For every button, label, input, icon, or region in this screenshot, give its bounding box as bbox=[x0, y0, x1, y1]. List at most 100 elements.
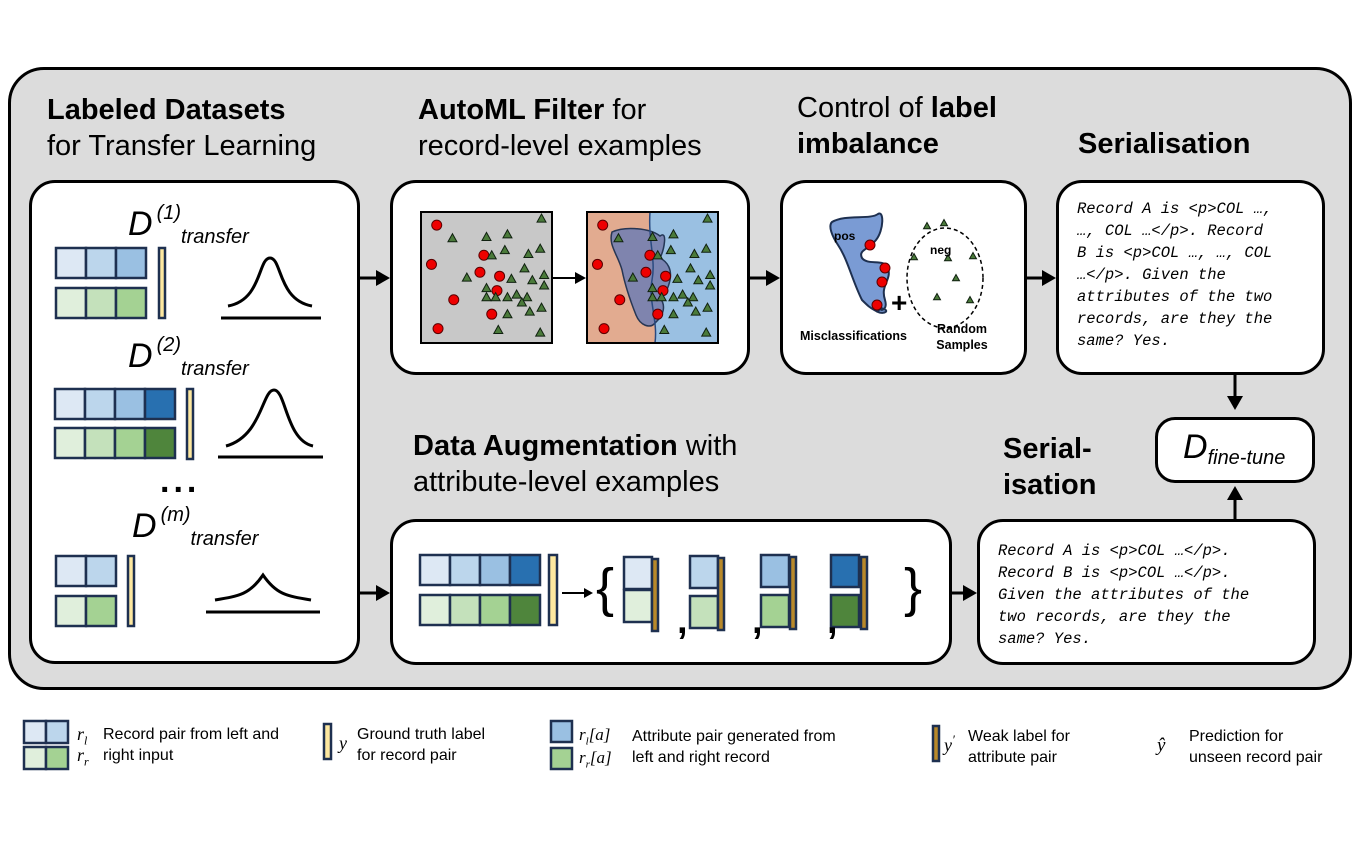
random-sample-8 bbox=[965, 295, 975, 304]
attribute-pair-1-right bbox=[622, 588, 654, 624]
legend-weak-label-bar bbox=[931, 724, 941, 763]
scatter-after-negative-5 bbox=[652, 249, 664, 260]
scatter-before-negative-15 bbox=[481, 282, 492, 293]
dataset-1-left-record-cell-2 bbox=[84, 246, 118, 280]
scatter-before-negative-20 bbox=[521, 291, 533, 302]
augmentation-right-record-cell-4 bbox=[508, 593, 542, 627]
legend-attribute-left bbox=[549, 719, 574, 744]
legend-right-record-cell-1 bbox=[22, 745, 48, 771]
heading-serialisation-bottom: Serial-isation bbox=[1003, 433, 1097, 501]
scatter-before-positive-5 bbox=[494, 270, 506, 282]
pos-region bbox=[829, 212, 890, 314]
augmentation-right-record-cell-2 bbox=[448, 593, 482, 627]
random-sample-2 bbox=[939, 218, 949, 227]
dataset-3-label-bar bbox=[126, 554, 136, 628]
dataset-2-right-record-cell-1 bbox=[53, 426, 87, 460]
scatter-before-negative-12 bbox=[527, 274, 538, 285]
scatter-after-negative-6 bbox=[665, 244, 677, 255]
scatter-before-negative-18 bbox=[502, 291, 513, 302]
scatter-after-negative-23 bbox=[702, 302, 713, 312]
scatter-after-negative-14 bbox=[704, 279, 716, 290]
augmentation-right-record-cell-3 bbox=[478, 593, 512, 627]
dataset-label-m: D(m)transfer bbox=[132, 504, 259, 550]
scatter-before-negative-16 bbox=[481, 291, 492, 302]
scatter-before-negative-2 bbox=[447, 232, 458, 243]
random-sample-7 bbox=[932, 292, 942, 301]
attribute-pair-2-right bbox=[688, 594, 720, 630]
misclassified-point-4 bbox=[871, 299, 883, 311]
scatter-after-positive-9 bbox=[598, 323, 610, 335]
misclassifications-label: Misclassifications bbox=[800, 329, 907, 343]
legend-right-record-cell-2 bbox=[44, 745, 70, 771]
legend-left-record-cell-2 bbox=[44, 719, 70, 745]
legend-y-symbol: y bbox=[339, 733, 347, 753]
scatter-after-negative-4 bbox=[668, 228, 679, 239]
scatter-before-negative-11 bbox=[506, 273, 517, 283]
scatter-before-positive-9 bbox=[432, 323, 444, 335]
distribution-curve-m bbox=[214, 572, 312, 602]
scatter-after bbox=[586, 211, 719, 344]
scatter-before-negative-14 bbox=[538, 279, 550, 290]
dataset-1-right-record-cell-3 bbox=[114, 286, 148, 320]
scatter-after-negative-11 bbox=[672, 273, 683, 283]
scatter-before-negative-4 bbox=[502, 228, 513, 239]
scatter-before-negative-21 bbox=[516, 296, 528, 307]
pos-label: pos bbox=[834, 229, 856, 243]
misclassified-point-2 bbox=[879, 262, 891, 274]
attribute-pair-3-right bbox=[759, 593, 791, 629]
augmentation-left-record-cell-3 bbox=[478, 553, 512, 587]
scatter-before-positive-1 bbox=[431, 219, 443, 231]
serialisation-top-text: Record A is <p>COL …, …, COL …</p>. Reco… bbox=[1077, 200, 1273, 350]
attribute-pair-2-weak-label bbox=[716, 556, 726, 632]
comma-1: , bbox=[677, 600, 688, 642]
scatter-before-negative-13 bbox=[538, 269, 550, 279]
dataset-2-left-record-cell-3 bbox=[113, 387, 147, 421]
scatter-after-positive-4 bbox=[640, 266, 652, 278]
scatter-after-negative-22 bbox=[690, 306, 702, 316]
serialisation-bottom-box bbox=[977, 519, 1316, 665]
scatter-before-positive-8 bbox=[486, 308, 498, 320]
scatter-before-negative-19 bbox=[511, 289, 522, 299]
scatter-before-positive-7 bbox=[448, 294, 460, 306]
scatter-before-negative-10 bbox=[461, 271, 473, 282]
scatter-before-negative-23 bbox=[536, 302, 547, 312]
scatter-after-negative-13 bbox=[704, 269, 716, 279]
scatter-before-negative-5 bbox=[486, 249, 498, 260]
scatter-after-positive-8 bbox=[652, 308, 664, 320]
scatter-after-negative-9 bbox=[685, 262, 696, 273]
scatter-after-positive-2 bbox=[591, 258, 603, 270]
scatter-before-negative-3 bbox=[481, 231, 492, 241]
scatter-before-negative-22 bbox=[524, 306, 536, 316]
comma-2: , bbox=[752, 600, 763, 642]
scatter-before-negative-17 bbox=[490, 291, 502, 302]
serialisation-bottom-text: Record A is <p>COL …</p>. Record B is <p… bbox=[998, 542, 1250, 648]
scatter-after-negative-1 bbox=[702, 213, 713, 223]
scatter-after-negative-19 bbox=[677, 289, 688, 299]
legend-rr-symbol: rr bbox=[77, 745, 89, 769]
scatter-after-negative-3 bbox=[647, 231, 658, 241]
random-sample-3 bbox=[909, 252, 919, 261]
scatter-before-positive-4 bbox=[474, 266, 486, 278]
legend-left-record-cell-1 bbox=[22, 719, 48, 745]
serialisation-top-box bbox=[1056, 180, 1325, 375]
dataset-3-left-record-cell-2 bbox=[84, 554, 118, 588]
scatter-before-negative-9 bbox=[519, 262, 530, 273]
dataset-1-left-record-cell-3 bbox=[114, 246, 148, 280]
plus-sign: + bbox=[891, 287, 908, 318]
random-sample-5 bbox=[968, 251, 978, 260]
heading-serialisation-top: Serialisation bbox=[1078, 128, 1251, 160]
dataset-3-right-record-cell-1 bbox=[54, 594, 88, 628]
comma-3: , bbox=[827, 600, 838, 642]
finetune-dataset-box bbox=[1155, 417, 1315, 483]
scatter-after-positive-1 bbox=[597, 219, 609, 231]
scatter-before-negative-24 bbox=[502, 308, 513, 319]
distribution-curve-2 bbox=[225, 388, 314, 448]
attribute-pair-3-left bbox=[759, 553, 791, 589]
scatter-before-positive-2 bbox=[425, 258, 437, 270]
